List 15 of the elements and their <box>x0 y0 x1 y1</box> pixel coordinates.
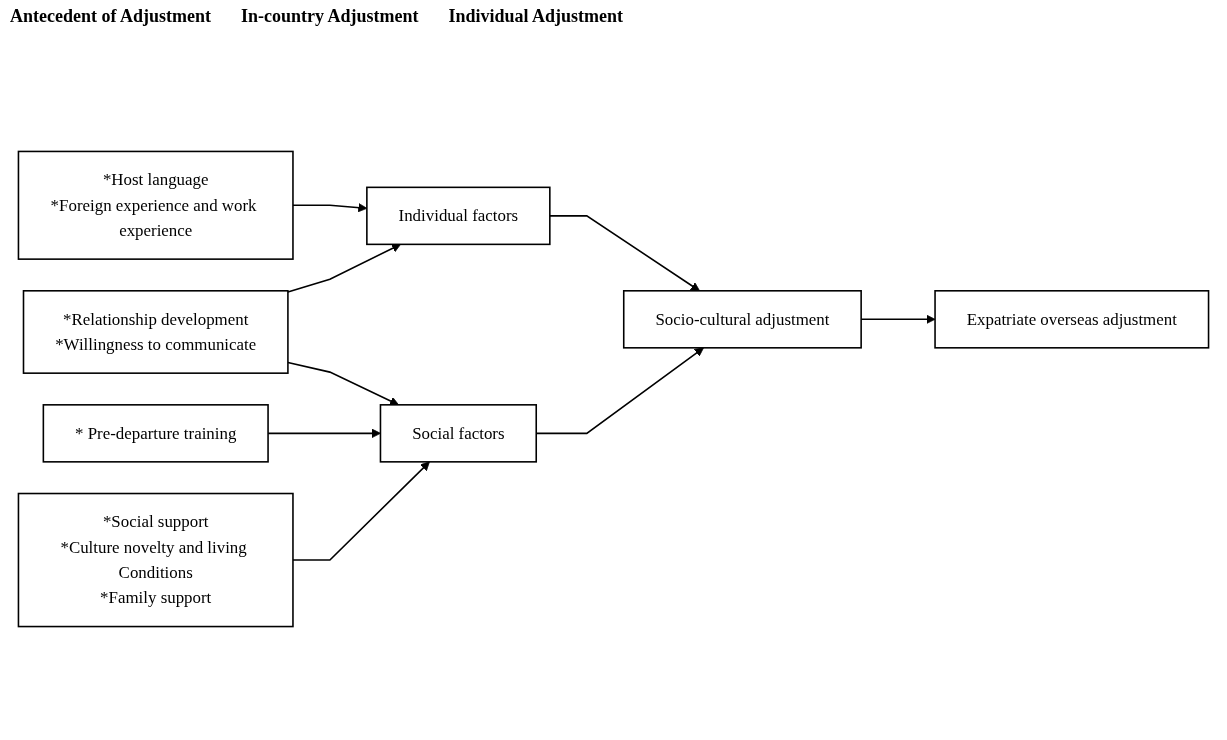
group-heading: Antecedent of Adjustment <box>10 6 211 27</box>
node-box: *Host language *Foreign experience and work experience <box>17 150 294 260</box>
node-box: Individual factors <box>366 186 551 246</box>
node-box: *Relationship development *Willingness to communicate <box>22 290 289 374</box>
arrow <box>287 243 401 293</box>
group-heading: In-country Adjustment <box>241 6 419 27</box>
node-box: * Pre-departure training <box>42 404 269 463</box>
node-box: *Social support *Culture novelty and living Conditions *Family support <box>17 492 294 628</box>
node-box: Social factors <box>379 404 537 463</box>
arrow <box>292 461 430 561</box>
node-box: Socio-cultural adjustment <box>622 290 862 349</box>
arrow <box>549 215 700 292</box>
group-heading: Individual Adjustment <box>448 6 624 27</box>
arrow <box>287 361 399 406</box>
node-box: Expatriate overseas adjustment <box>934 290 1210 349</box>
